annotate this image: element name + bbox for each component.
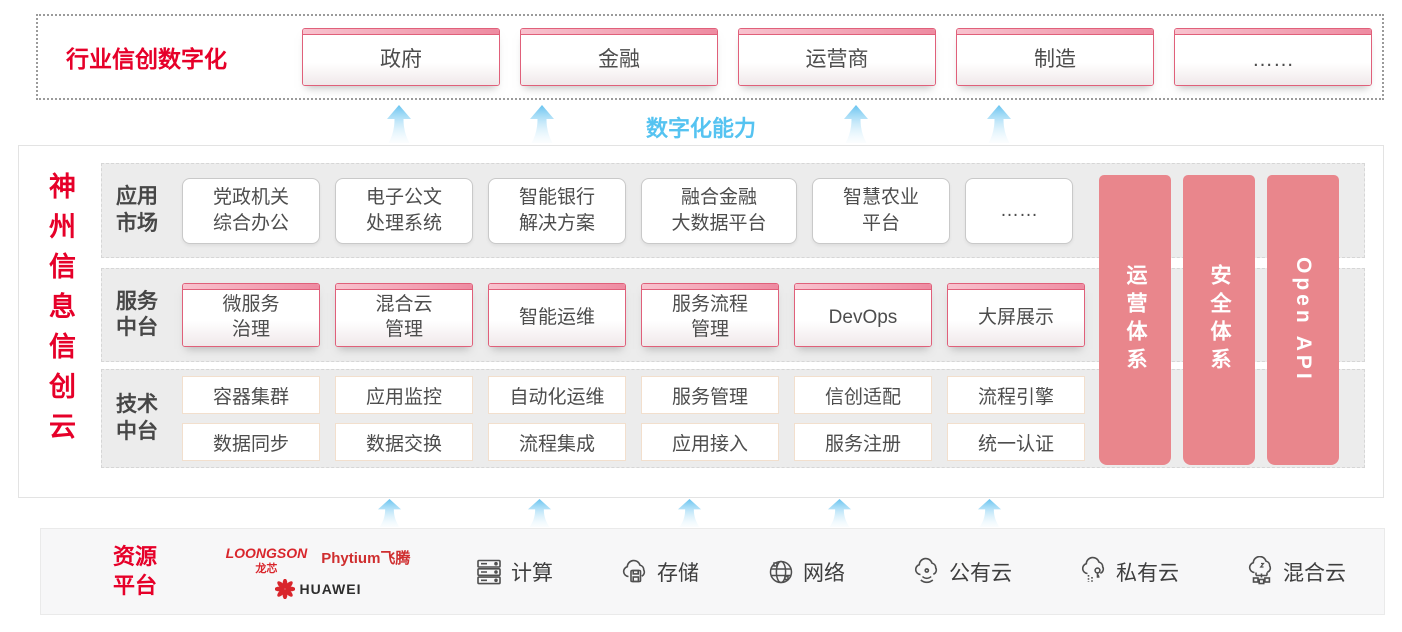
up-arrow-icon [677,499,702,527]
service-box: 微服务 治理 [182,283,320,347]
side-bar-open-api: Open API [1267,175,1339,465]
industry-box-manufacturing: 制造 [956,28,1154,86]
up-arrow-icon [844,105,868,143]
network-globe-icon [769,560,793,583]
tech-box: 信创适配 [794,376,932,414]
tech-box: 服务管理 [641,376,779,414]
row-technology-platform: 技术 中台 容器集群 应用监控 自动化运维 服务管理 信创适配 流程引擎 数据同… [101,369,1365,468]
platform-panel: 神州信息信创云 应用 市场 党政机关 综合办公 电子公文 处理系统 智能银行 解… [18,145,1384,498]
up-arrow-icon [527,499,552,527]
side-bar-security-system: 安全体系 [1183,175,1255,465]
row-label: 服务 中台 [116,289,158,339]
public-cloud-icon [914,557,938,583]
app-box: 电子公文 处理系统 [335,177,473,244]
capability-label: 数字化能力 [645,116,756,141]
tech-box: 自动化运维 [488,376,626,414]
service-box: 服务流程 管理 [641,283,779,347]
resource-item-public-cloud: 公有云 [911,556,1012,588]
pink-top-bar [642,284,778,290]
server-icon [477,559,501,584]
tech-box: 应用接入 [641,423,779,461]
pink-top-bar [183,284,319,290]
hybrid-cloud-icon [1248,555,1272,584]
industry-box-finance: 金融 [520,28,718,86]
pink-top-bar [336,284,472,290]
industry-list: 政府 金融 运营商 制造 …… [302,28,1372,86]
service-box: DevOps [794,283,932,347]
pink-top-bar [795,284,931,290]
tech-box: 服务注册 [794,423,932,461]
up-arrow-icon [977,499,1002,527]
industry-box-operator: 运营商 [738,28,936,86]
service-list: 微服务 治理 混合云 管理 智能运维 服务流程 管理 DevOps [182,283,1085,347]
loongson-logo: LOONGSON 龙芯 [225,544,308,575]
tech-box: 统一认证 [947,423,1085,461]
pink-top-bar [521,29,717,35]
pink-top-bar [489,284,625,290]
platform-vertical-title: 神州信息信创云 [45,172,75,452]
up-arrow-icon [987,105,1011,143]
app-box: 智能银行 解决方案 [488,177,626,244]
resource-item-hybrid-cloud: 混合云 [1245,555,1346,588]
industry-panel-title: 行业信创数字化 [66,46,227,72]
app-box: 智慧农业 平台 [812,177,950,244]
tech-box: 容器集群 [182,376,320,414]
service-box: 智能运维 [488,283,626,347]
pink-top-bar [957,29,1153,35]
resource-item-private-cloud: 私有云 [1078,556,1179,588]
tech-box: 数据交换 [335,423,473,461]
storage-cloud-icon [622,559,646,582]
app-box: 党政机关 综合办公 [182,177,320,244]
row-label: 技术 中台 [116,393,158,443]
industry-panel: 行业信创数字化 政府 金融 运营商 制造 …… [36,14,1384,100]
pink-top-bar [303,29,499,35]
pink-top-bar [1175,29,1371,35]
tech-box: 流程引擎 [947,376,1085,414]
industry-box-government: 政府 [302,28,500,86]
resource-platform-panel: 资源 平台 LOONGSON 龙芯 Phytium飞腾 [40,528,1385,615]
tech-box: 数据同步 [182,423,320,461]
tech-box: 应用监控 [335,376,473,414]
resource-item-compute: 计算 [473,556,553,588]
industry-box-more: …… [1174,28,1372,86]
capability-band: 数字化能力 [0,100,1402,145]
side-bar-operation-system: 运营体系 [1099,175,1171,465]
row-service-platform: 服务 中台 微服务 治理 混合云 管理 智能运维 服务流程 管理 [101,268,1365,362]
pink-top-bar [739,29,935,35]
resource-item-storage: 存储 [619,556,699,588]
huawei-flower-icon [274,578,295,599]
resource-item-network: 网络 [765,556,845,588]
application-list: 党政机关 综合办公 电子公文 处理系统 智能银行 解决方案 融合金融 大数据平台… [182,177,1073,244]
row-label: 应用 市场 [116,185,158,235]
tech-box: 流程集成 [488,423,626,461]
resource-item-list: 计算 存储 网络 [473,555,1346,588]
huawei-logo: HUAWEI [274,578,362,599]
service-box: 大屏展示 [947,283,1085,347]
app-box-more: …… [965,177,1073,244]
up-arrow-icon [387,105,411,143]
up-arrow-icon [377,499,402,527]
up-arrow-icon [530,105,554,143]
phytium-logo: Phytium飞腾 [321,549,411,567]
row-application-market: 应用 市场 党政机关 综合办公 电子公文 处理系统 智能银行 解决方案 融合金融… [101,163,1365,258]
pink-top-bar [948,284,1084,290]
app-box: 融合金融 大数据平台 [641,177,797,244]
technology-grid: 容器集群 应用监控 自动化运维 服务管理 信创适配 流程引擎 数据同步 数据交换… [182,376,1085,461]
private-cloud-icon [1081,556,1105,582]
vendor-logos: LOONGSON 龙芯 Phytium飞腾 [223,545,413,599]
resource-arrow-band [0,498,1402,528]
service-box: 混合云 管理 [335,283,473,347]
up-arrow-icon [827,499,852,527]
resource-platform-title: 资源 平台 [113,543,158,598]
